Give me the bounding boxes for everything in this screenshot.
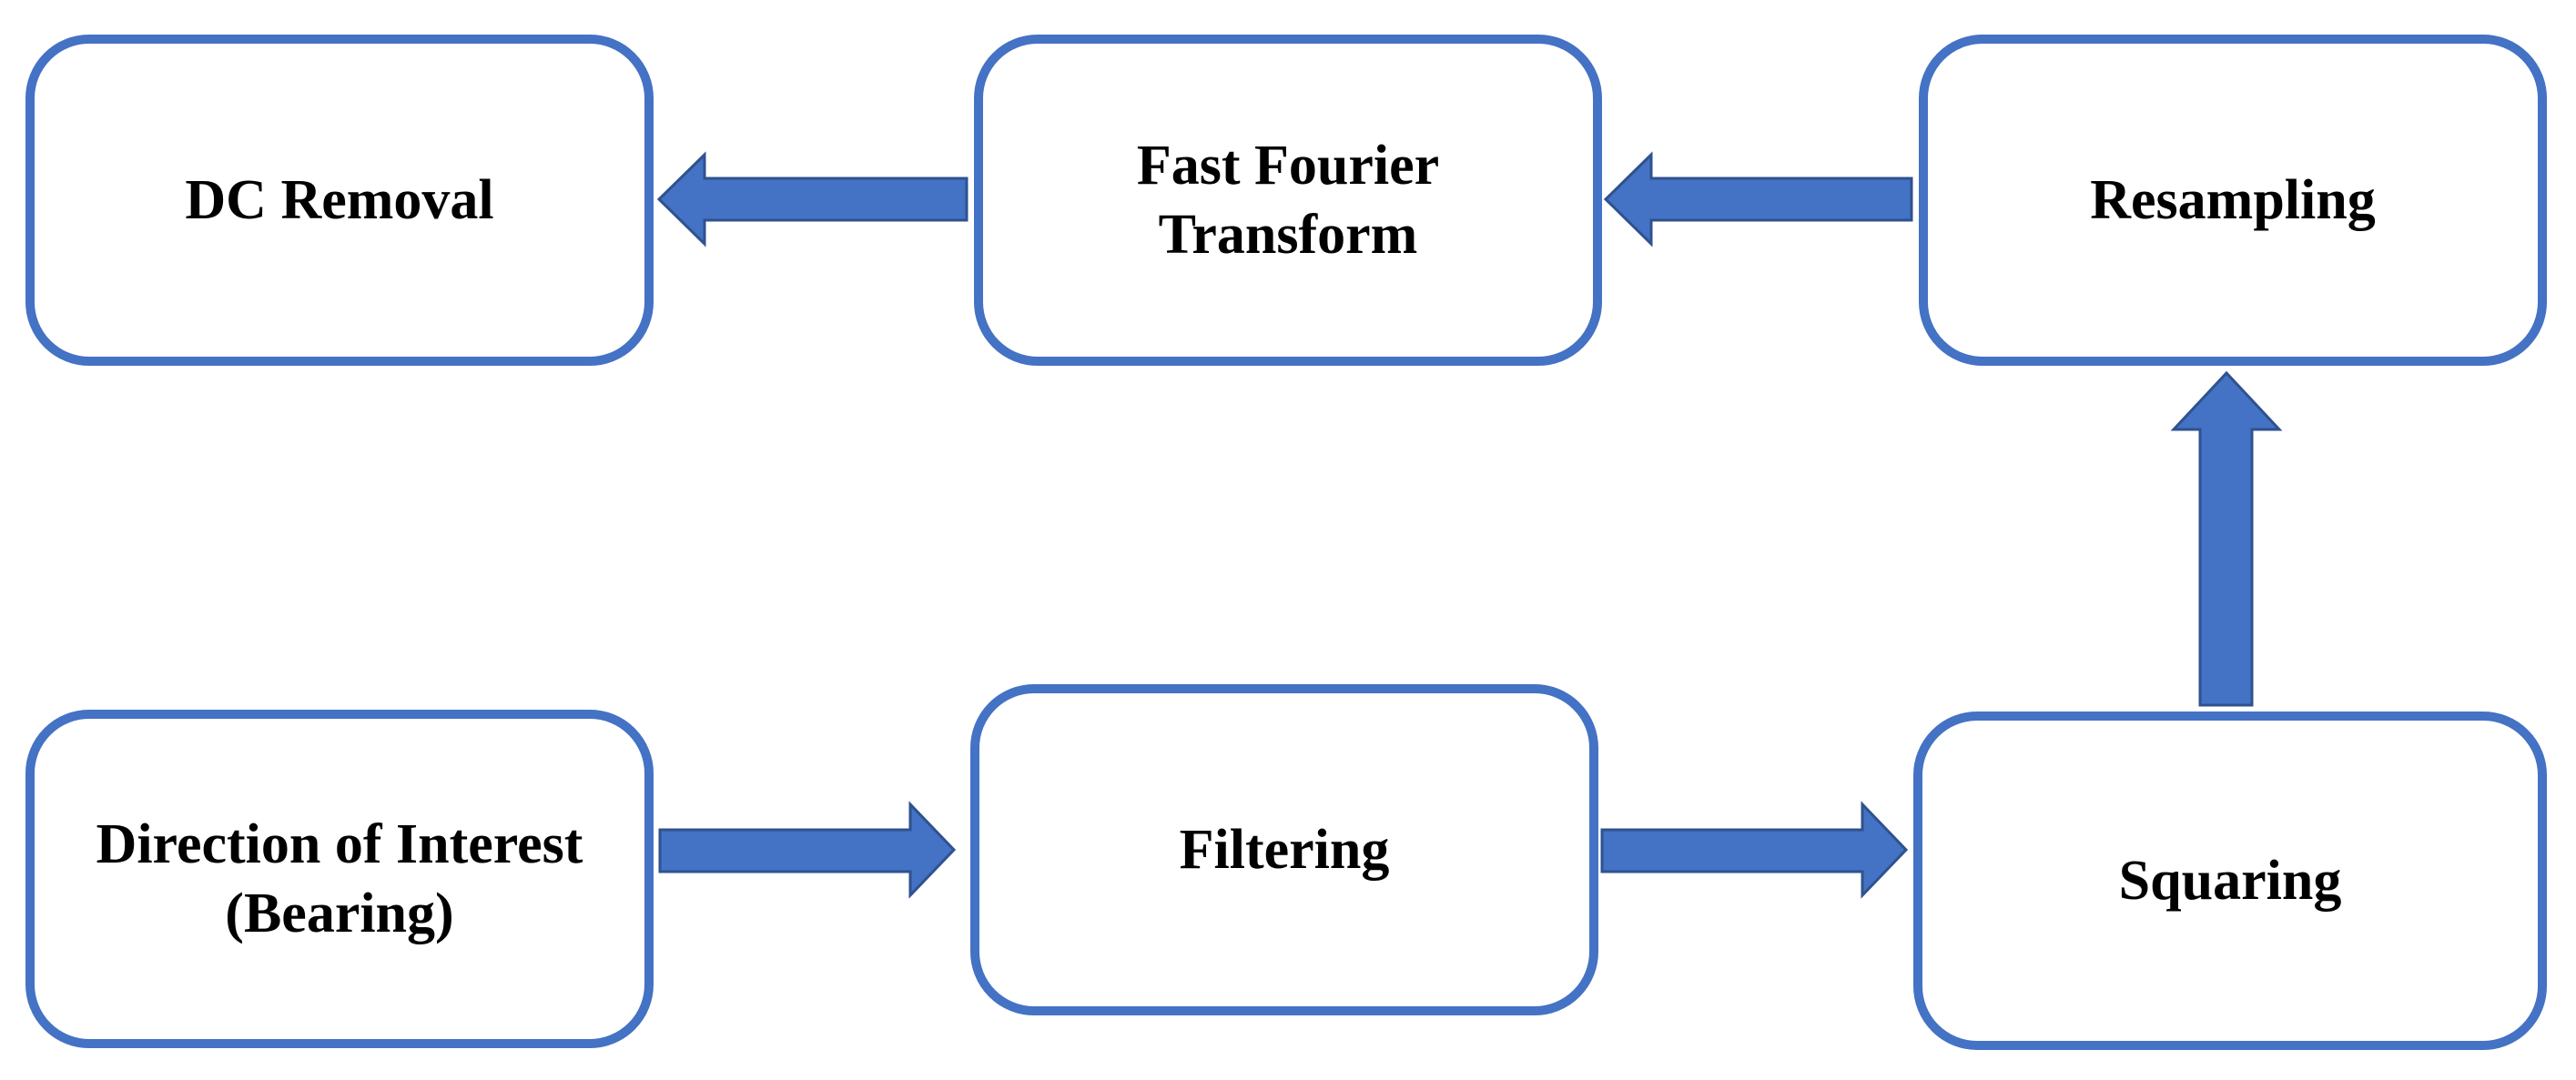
arrow-left-resampling-to-fft xyxy=(1603,151,1913,247)
box-fast-fourier-transform: Fast Fourier Transform xyxy=(974,35,1602,366)
box-dc-removal: DC Removal xyxy=(25,35,654,366)
arrow-up-squaring-to-resampling xyxy=(2170,370,2283,707)
box-direction-of-interest-label: Direction of Interest (Bearing) xyxy=(96,813,583,944)
arrow-right-filtering-to-squaring xyxy=(1600,801,1909,899)
arrow-left-fft-to-dc-removal xyxy=(656,151,969,247)
box-direction-of-interest: Direction of Interest (Bearing) xyxy=(25,710,654,1048)
arrow-right-direction-to-filtering xyxy=(658,801,957,899)
box-fast-fourier-transform-label: Fast Fourier Transform xyxy=(1136,135,1440,266)
box-squaring-label: Squaring xyxy=(2118,850,2342,912)
box-dc-removal-label: DC Removal xyxy=(185,169,494,231)
box-filtering: Filtering xyxy=(970,684,1598,1015)
box-resampling: Resampling xyxy=(1919,35,2547,366)
box-filtering-label: Filtering xyxy=(1179,819,1390,881)
box-squaring: Squaring xyxy=(1913,712,2547,1050)
box-resampling-label: Resampling xyxy=(2090,169,2376,231)
